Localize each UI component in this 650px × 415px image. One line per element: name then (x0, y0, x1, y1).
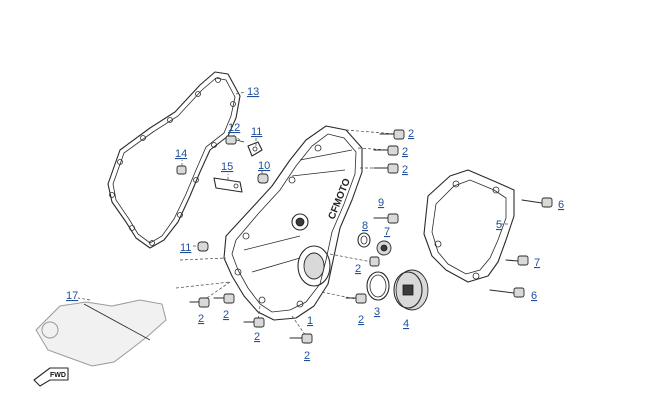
callout-13[interactable]: 12 (228, 122, 240, 134)
callout-6-upper[interactable]: 6 (558, 199, 564, 211)
callout-17[interactable]: 17 (66, 290, 78, 302)
callout-11-lower[interactable]: 11 (180, 242, 191, 254)
callout-2-a[interactable]: 2 (408, 128, 414, 140)
callout-7[interactable]: 7 (534, 257, 540, 269)
callout-2-i[interactable]: 2 (304, 350, 310, 362)
callout-8[interactable]: 7 (384, 226, 390, 238)
callout-3[interactable]: 3 (374, 306, 380, 318)
bolt-part-10 (373, 213, 399, 224)
bolt-part-6-upper (521, 197, 553, 208)
dowel-part-11-lower (197, 241, 209, 252)
callout-2-d[interactable]: 2 (355, 263, 361, 275)
callout-2-c[interactable]: 2 (402, 164, 408, 176)
callout-labels: 13 12 11 14 15 10 11 2 2 2 9 8 7 2 3 4 2… (66, 86, 564, 362)
callout-leaders (77, 91, 508, 301)
callout-6-lower[interactable]: 6 (531, 290, 537, 302)
callout-2-g[interactable]: 2 (223, 309, 229, 321)
callout-4[interactable]: 4 (403, 318, 409, 330)
callout-16[interactable]: 15 (221, 161, 233, 173)
sprocket-cover-part-5 (423, 169, 515, 283)
callout-2-b[interactable]: 2 (402, 146, 408, 158)
direction-label: FWD (50, 372, 66, 379)
callout-5[interactable]: 5 (496, 219, 502, 231)
callout-9[interactable]: 8 (362, 220, 368, 232)
cap-part-4 (393, 269, 429, 311)
guard-part-17 (35, 299, 167, 367)
bolt-part-7 (505, 255, 529, 266)
plate-part-16 (213, 177, 243, 193)
callout-2-e[interactable]: 2 (358, 314, 364, 326)
gasket-part-14 (107, 71, 241, 249)
callout-12[interactable]: 11 (251, 126, 262, 138)
plug-part-9 (357, 232, 371, 248)
callout-14[interactable]: 13 (247, 86, 259, 98)
forward-direction-arrow-icon: FWD (33, 367, 69, 387)
callout-2-f[interactable]: 2 (198, 313, 204, 325)
callout-1[interactable]: 1 (307, 315, 313, 327)
stator-cover-part-1: CFMOTO (223, 125, 363, 321)
bolt-part-6-lower (489, 287, 525, 298)
clamp-part-12 (247, 141, 263, 157)
callout-11-upper[interactable]: 10 (258, 160, 270, 172)
bolt-set-part-2 (175, 129, 405, 344)
dowel-part-11-upper (257, 173, 269, 184)
plug-part-15 (176, 165, 187, 175)
bolt-part-13 (225, 135, 245, 145)
callout-10[interactable]: 9 (378, 197, 384, 209)
callout-15[interactable]: 14 (175, 148, 187, 160)
seal-part-8 (376, 240, 392, 256)
callout-2-h[interactable]: 2 (254, 331, 260, 343)
o-ring-part-3 (366, 271, 390, 301)
